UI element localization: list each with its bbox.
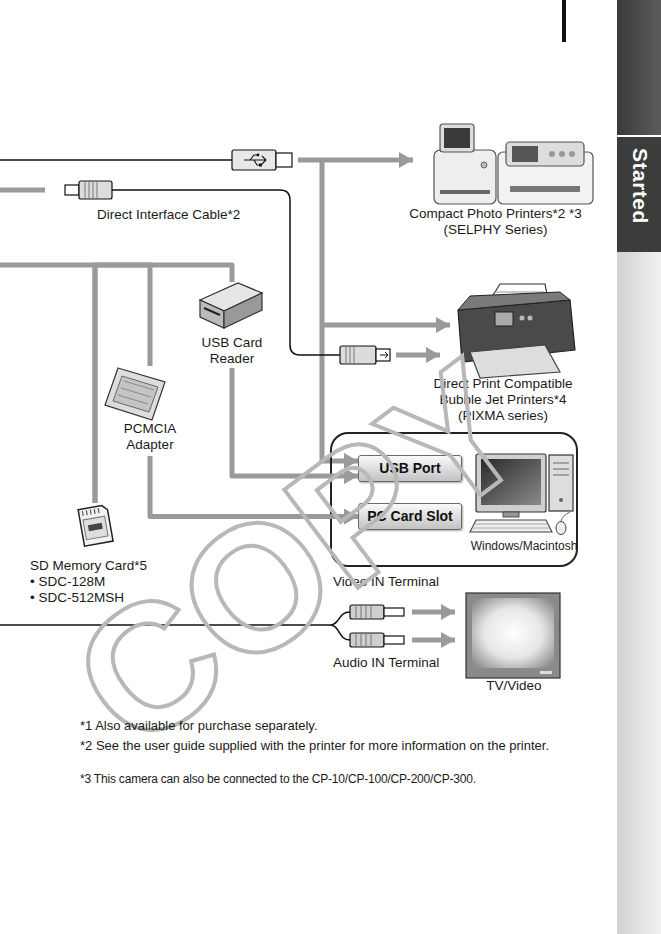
compact-printer-illustration <box>440 190 490 194</box>
inkjet-printer-illustration <box>495 292 544 293</box>
compact-printer-illustration <box>559 151 565 157</box>
pcmcia-adapter-illustration <box>113 376 158 412</box>
usb-cable <box>244 155 266 165</box>
usb-cable <box>0 159 232 161</box>
card-reader-illustration <box>224 293 262 328</box>
direct-interface-cable <box>65 185 79 195</box>
av-cable <box>350 633 384 647</box>
av-cable <box>384 636 404 644</box>
node-label: USB Card Reader <box>195 335 269 367</box>
chapter-tab <box>617 0 661 934</box>
usb-cable <box>259 164 262 167</box>
cable-label: Direct Interface Cable*2 <box>97 207 240 223</box>
av-cable <box>412 610 455 615</box>
direct-interface-cable <box>376 349 390 361</box>
card-reader-illustration <box>204 308 220 315</box>
sd-card-illustration <box>83 516 108 540</box>
av-cable <box>412 638 455 643</box>
computer-illustration <box>549 455 573 511</box>
compact-printer-illustration <box>434 124 593 204</box>
connector-line <box>95 265 232 503</box>
chapter-tab <box>617 252 661 934</box>
page-edge-bar <box>562 0 566 42</box>
computer-illustration <box>556 522 566 535</box>
usb-cable <box>0 150 292 170</box>
watermark: COPY <box>45 332 555 778</box>
tv-illustration <box>466 593 560 678</box>
direct-interface-cable <box>340 346 376 364</box>
card-reader-illustration <box>200 283 262 328</box>
compact-printer-illustration <box>444 128 470 148</box>
usb-cable <box>232 150 276 170</box>
footnote: *3 This camera can also be connected to … <box>80 771 600 788</box>
inkjet-printer-illustration <box>495 312 513 326</box>
connector-line <box>95 265 150 503</box>
adapter-node: PCMCIA Adapter <box>112 366 188 456</box>
usb-wire-arrow <box>322 323 450 328</box>
pcmcia-adapter-illustration <box>105 368 165 420</box>
av-cable <box>384 608 404 616</box>
compact-printer-illustration <box>481 162 487 168</box>
computer-illustration <box>553 463 569 475</box>
card-reader-illustration <box>200 300 224 328</box>
node-label: Compact Photo Printers*2 *3 (SELPHY Seri… <box>398 206 593 238</box>
compact-printer-illustration <box>434 150 496 204</box>
chapter-tab <box>617 0 661 135</box>
card-reader-node: USB Card Reader <box>195 282 269 368</box>
footnote: *1 Also available for purchase separatel… <box>80 717 570 734</box>
compact-printer-illustration <box>512 146 538 162</box>
direct-interface-cable <box>0 188 45 193</box>
direct-interface-cable <box>380 352 388 358</box>
usb-wire-arrow <box>298 158 413 163</box>
node-label: PCMCIA Adapter <box>112 421 188 453</box>
computer-illustration <box>561 512 570 521</box>
card-wire-stub <box>0 265 95 266</box>
av-cable <box>356 633 371 647</box>
inkjet-printer-illustration <box>458 292 570 310</box>
sd-card-illustration <box>82 508 99 516</box>
direct-interface-cable <box>346 347 354 363</box>
sd-card-illustration <box>88 523 103 531</box>
page-edge-bar <box>562 0 566 42</box>
direct-interface-cable <box>79 181 112 199</box>
compact-printer-illustration <box>569 151 575 157</box>
chapter-tab <box>617 137 661 252</box>
node-label: TV/Video <box>462 678 566 694</box>
sd-card-illustration <box>78 505 113 546</box>
computer-illustration <box>559 498 563 502</box>
compact-printer-illustration <box>440 124 474 152</box>
terminal-label: Audio IN Terminal <box>333 655 439 671</box>
inkjet-printer-illustration <box>470 345 560 378</box>
footnote: *2 See the user guide supplied with the … <box>80 737 570 754</box>
tv-illustration <box>472 598 554 668</box>
pcmcia-adapter-illustration <box>118 381 154 404</box>
tv-illustration <box>466 593 560 678</box>
compact-printer-illustration <box>549 151 555 157</box>
group-label: Windows/Macintosh <box>464 538 584 554</box>
inkjet-printer-illustration <box>520 316 525 321</box>
usb-cable <box>276 153 292 167</box>
chapter-tab-label: Started <box>628 148 652 224</box>
chapter-tab <box>617 135 661 137</box>
computer-illustration <box>503 512 519 517</box>
sd-card-illustration <box>78 505 113 546</box>
inkjet-printer-illustration <box>458 284 575 378</box>
tv-illustration <box>540 671 552 674</box>
usb-cable <box>257 154 260 157</box>
compact-printer-illustration <box>506 142 584 166</box>
inkjet-printer-illustration <box>528 316 533 321</box>
compact-printer-illustration <box>510 186 580 192</box>
tv-node: TV/Video <box>462 590 566 696</box>
direct-interface-cable <box>85 182 97 198</box>
printer-node: Compact Photo Printers*2 *3 (SELPHY Seri… <box>398 118 593 242</box>
pcmcia-adapter-illustration <box>105 368 165 420</box>
card-wire-stub <box>0 263 95 268</box>
